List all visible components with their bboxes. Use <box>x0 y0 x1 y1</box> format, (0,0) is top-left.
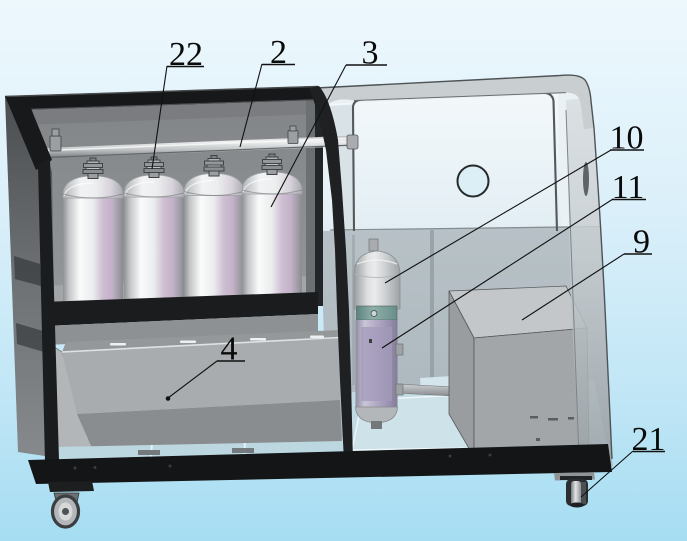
svg-text:2: 2 <box>270 34 287 71</box>
svg-text:21: 21 <box>632 421 666 458</box>
svg-text:11: 11 <box>612 169 645 206</box>
svg-text:9: 9 <box>633 224 650 261</box>
svg-text:22: 22 <box>169 36 203 73</box>
svg-text:4: 4 <box>221 331 238 368</box>
svg-text:3: 3 <box>362 35 379 72</box>
svg-text:10: 10 <box>610 120 644 157</box>
